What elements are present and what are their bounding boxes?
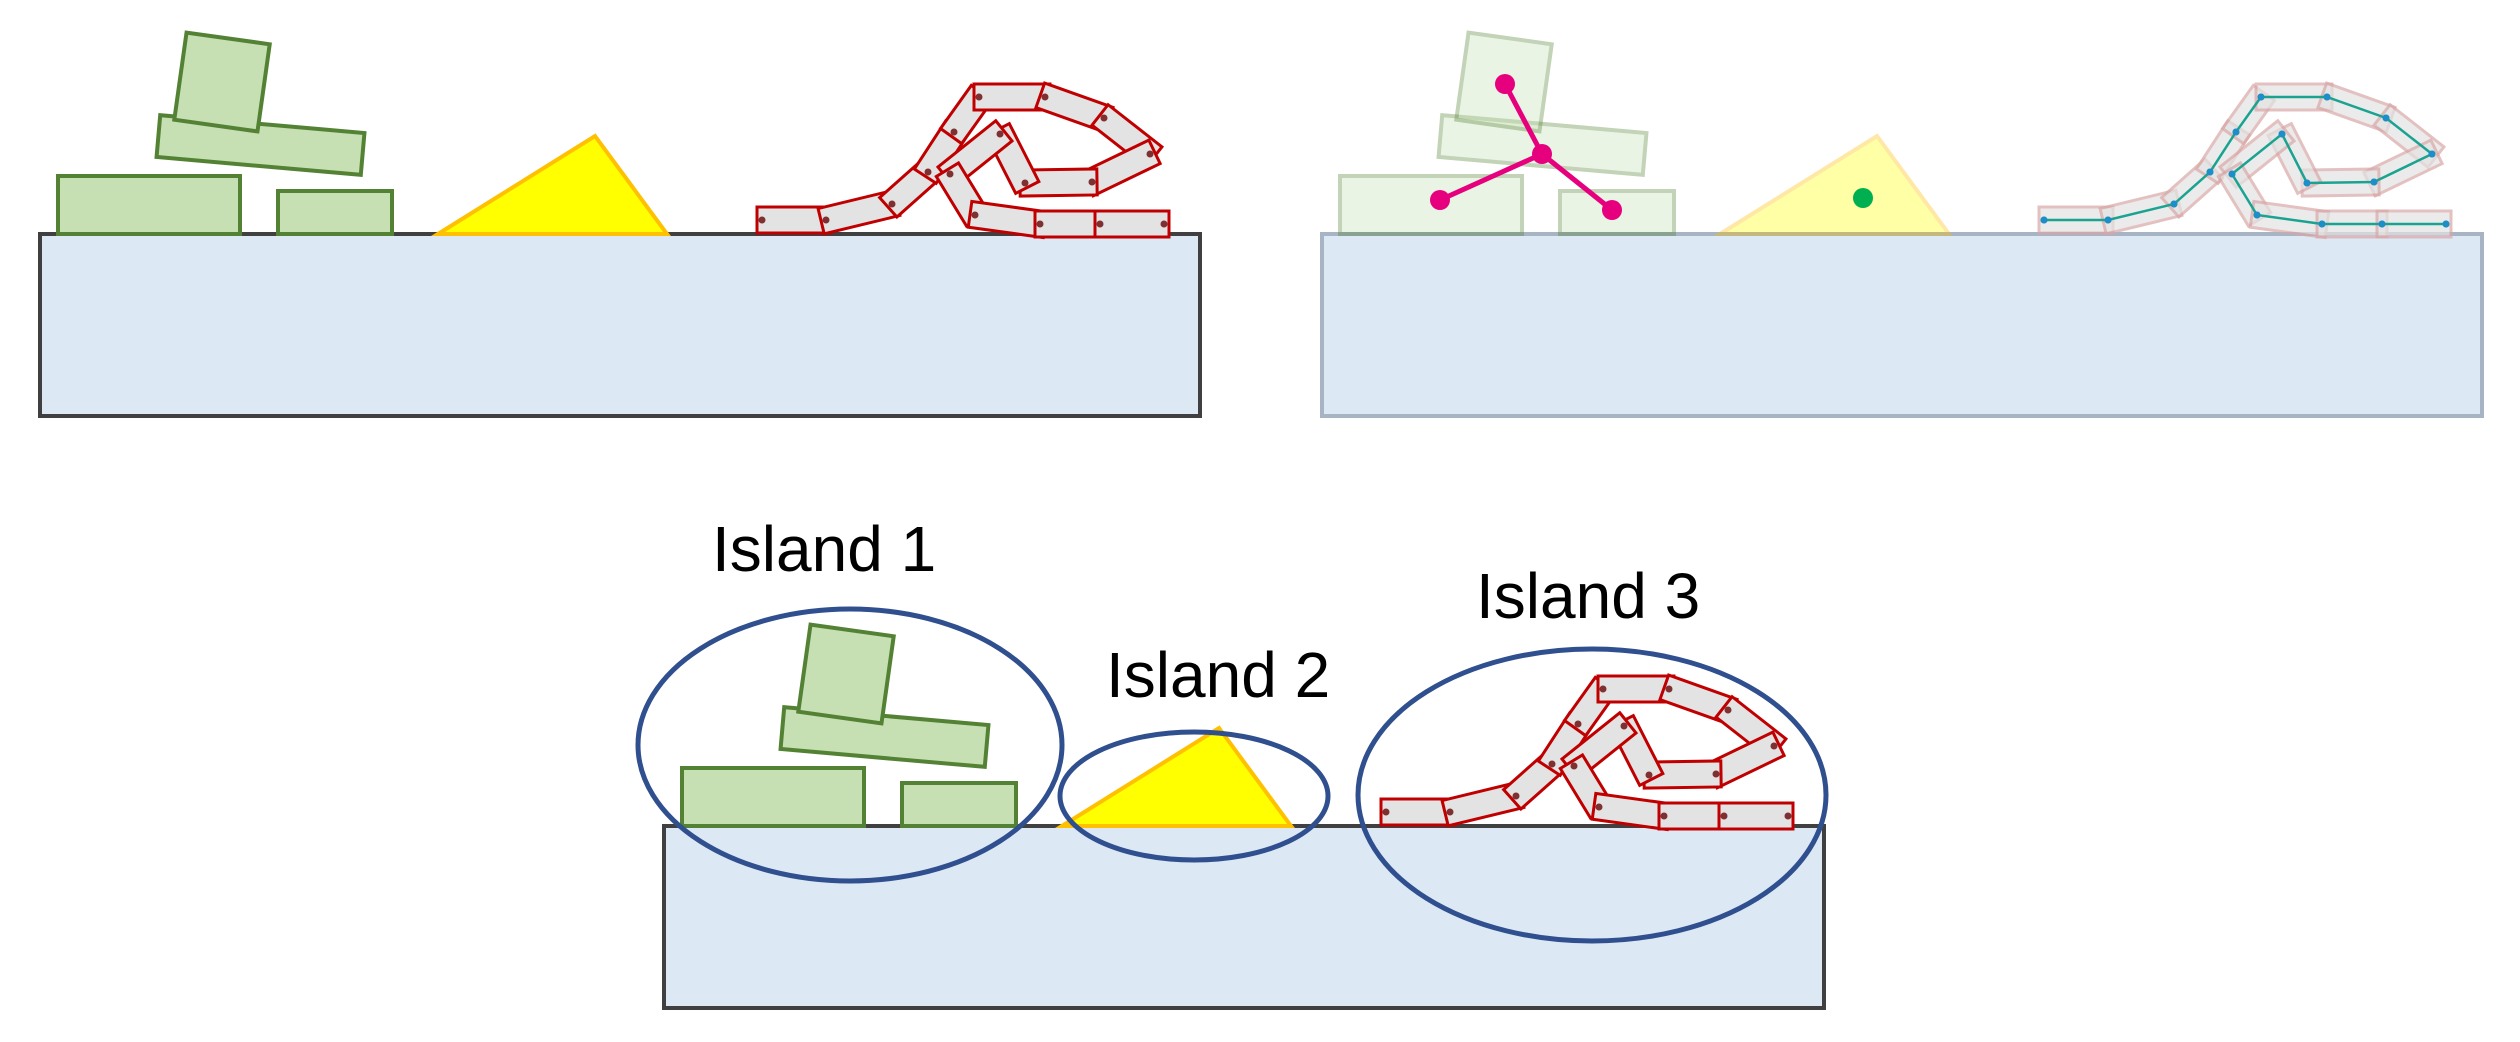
- chain-node: [2442, 220, 2450, 228]
- chain-pin: [1548, 760, 1556, 768]
- panel-original-scene: [38, 30, 1202, 418]
- chain-pin: [971, 211, 979, 219]
- chain-pin: [1146, 150, 1154, 158]
- chain-node: [2232, 128, 2240, 136]
- chain-pin: [888, 200, 896, 208]
- chain-pin: [1021, 179, 1029, 187]
- green-block: [680, 766, 866, 828]
- chain-pin: [1595, 803, 1603, 811]
- body-node: [1495, 74, 1515, 94]
- green-block: [154, 112, 367, 178]
- chain-pin: [1446, 808, 1454, 816]
- chain-pin: [1665, 685, 1673, 693]
- chain-node: [2040, 216, 2048, 224]
- contact-edge: [1540, 152, 1614, 212]
- chain-pin: [1096, 220, 1104, 228]
- chain-link: [1093, 209, 1171, 239]
- chain-node: [2170, 200, 2178, 208]
- chain-node: [2378, 220, 2386, 228]
- green-block: [796, 622, 896, 726]
- chain-node: [2318, 220, 2326, 228]
- chain-node: [2104, 216, 2112, 224]
- island-3-label: Island 3: [1476, 560, 1700, 632]
- island-1-ellipse: [635, 606, 1065, 884]
- island-2-label: Island 2: [1106, 639, 1330, 711]
- chain-pin: [1160, 220, 1168, 228]
- island-2-ellipse: [1057, 729, 1331, 863]
- yellow-triangle: [1713, 133, 1953, 236]
- body-node: [1430, 190, 1450, 210]
- chain-pin: [946, 170, 954, 178]
- chain-pin: [975, 93, 983, 101]
- chain-pin: [822, 216, 830, 224]
- ground: [38, 232, 1202, 418]
- chain-pin: [1770, 742, 1778, 750]
- chain-link: [1717, 801, 1795, 831]
- ground: [1320, 232, 2484, 418]
- island-3-ellipse: [1355, 646, 1829, 944]
- chain-pin: [1660, 812, 1668, 820]
- chain-node: [2382, 114, 2390, 122]
- chain-node: [2253, 211, 2261, 219]
- chain-node: [2206, 168, 2214, 176]
- body-node: [1602, 200, 1622, 220]
- chain-pin: [1784, 812, 1792, 820]
- chain-node: [2370, 178, 2378, 186]
- island-1-label: Island 1: [712, 513, 936, 585]
- chain-pin: [996, 130, 1004, 138]
- chain-node: [2257, 93, 2265, 101]
- chain-node: [2428, 150, 2436, 158]
- panel-islands: [635, 606, 1829, 1010]
- chain-pin: [1512, 792, 1520, 800]
- triangle-node: [1853, 188, 1873, 208]
- green-block: [56, 174, 242, 236]
- contact-edge: [1502, 82, 1545, 156]
- chain-node: [2228, 170, 2236, 178]
- chain-pin: [1036, 220, 1044, 228]
- chain-pin: [1712, 770, 1720, 778]
- yellow-triangle: [1055, 725, 1295, 828]
- panel-contact-graph: [1320, 30, 2484, 418]
- green-block: [900, 781, 1018, 828]
- chain-pin: [1100, 114, 1108, 122]
- chain-node: [2303, 179, 2311, 187]
- chain-pin: [758, 216, 766, 224]
- chain-pin: [1599, 685, 1607, 693]
- chain-pin: [1620, 722, 1628, 730]
- chain-pin: [1574, 720, 1582, 728]
- green-block: [1338, 174, 1524, 236]
- chain-pin: [1382, 808, 1390, 816]
- chain-pin: [1088, 178, 1096, 186]
- chain-pin: [1645, 771, 1653, 779]
- chain-pin: [1570, 762, 1578, 770]
- chain-node: [2278, 130, 2286, 138]
- chain-pin: [924, 168, 932, 176]
- yellow-triangle: [431, 133, 671, 236]
- green-block: [172, 30, 272, 134]
- green-block: [778, 704, 991, 770]
- chain-pin: [1720, 812, 1728, 820]
- chain-pin: [950, 128, 958, 136]
- chain-node: [2323, 93, 2331, 101]
- contact-edge: [1438, 151, 1544, 203]
- green-block: [276, 189, 394, 236]
- body-node: [1532, 144, 1552, 164]
- chain-pin: [1724, 706, 1732, 714]
- chain-pin: [1041, 93, 1049, 101]
